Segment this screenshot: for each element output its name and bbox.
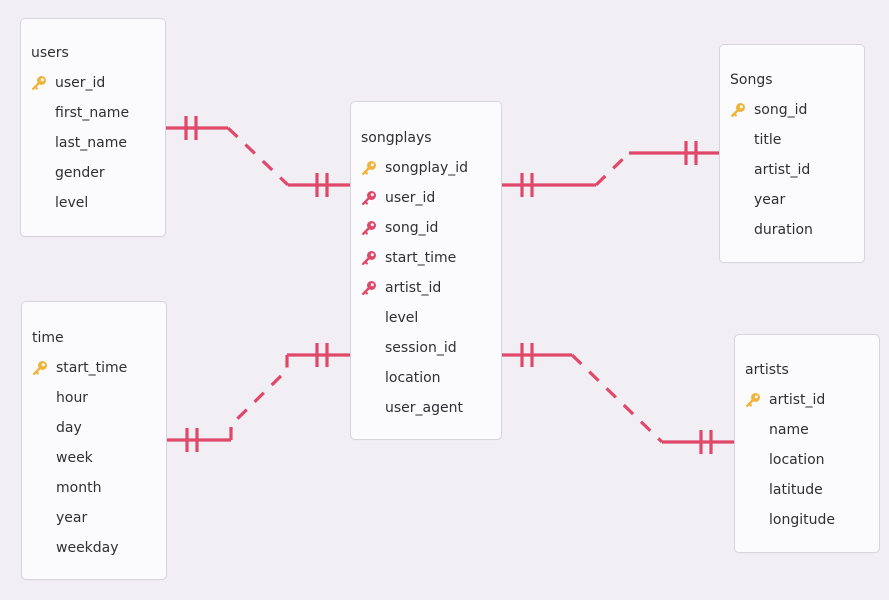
- column-name: songplay_id: [385, 160, 469, 176]
- column-row[interactable]: song_id: [730, 101, 856, 119]
- column-name: year: [56, 510, 88, 526]
- column-name: day: [56, 420, 82, 436]
- column-name: duration: [754, 222, 813, 238]
- primary-key-icon: [746, 393, 760, 408]
- column-name: latitude: [769, 482, 823, 498]
- column-row[interactable]: user_id: [361, 189, 493, 207]
- column-name: longitude: [769, 512, 835, 528]
- column-row[interactable]: songplay_id: [361, 159, 493, 177]
- column-row[interactable]: artist_id: [361, 279, 493, 297]
- column-row[interactable]: artist_id: [745, 391, 871, 409]
- column-row[interactable]: day: [32, 419, 158, 437]
- column-row[interactable]: name: [745, 421, 871, 439]
- table-title: artists: [745, 362, 789, 378]
- column-name: start_time: [385, 250, 457, 266]
- column-row[interactable]: weekday: [32, 539, 158, 557]
- column-name: artist_id: [769, 392, 826, 408]
- connector-dashed-segment: [594, 151, 631, 187]
- foreign-key-icon: [362, 221, 376, 236]
- column-row[interactable]: gender: [31, 164, 157, 182]
- column-name: start_time: [56, 360, 128, 376]
- connector-dashed-segment: [229, 355, 289, 440]
- connector-dashed-segment: [226, 126, 290, 187]
- relationship-songplays-songs: [502, 141, 719, 197]
- relationship-time-songplays: [167, 343, 350, 452]
- table-title: songplays: [361, 130, 432, 146]
- column-row[interactable]: month: [32, 479, 158, 497]
- primary-key-icon: [32, 76, 46, 91]
- column-row[interactable]: artist_id: [730, 161, 856, 179]
- column-name: location: [769, 452, 825, 468]
- column-row[interactable]: level: [31, 194, 157, 212]
- table-title: Songs: [730, 72, 773, 88]
- relationship-users-songplays: [166, 116, 350, 197]
- table-songplays[interactable]: songplays songplay_id user_id song_id start_…: [350, 101, 502, 440]
- primary-key-icon: [731, 103, 745, 118]
- table-title: users: [31, 45, 69, 61]
- column-name: name: [769, 422, 809, 438]
- column-row[interactable]: song_id: [361, 219, 493, 237]
- column-name: last_name: [55, 135, 127, 151]
- column-row[interactable]: duration: [730, 221, 856, 239]
- column-row[interactable]: location: [361, 369, 493, 387]
- column-row[interactable]: location: [745, 451, 871, 469]
- column-row[interactable]: longitude: [745, 511, 871, 529]
- column-name: hour: [56, 390, 89, 406]
- connector-dashed-segment: [570, 353, 664, 444]
- column-name: location: [385, 370, 441, 386]
- column-name: artist_id: [754, 162, 811, 178]
- column-name: level: [385, 310, 419, 326]
- column-row[interactable]: year: [32, 509, 158, 527]
- column-name: gender: [55, 165, 105, 181]
- foreign-key-icon: [362, 191, 376, 206]
- column-row[interactable]: start_time: [361, 249, 493, 267]
- column-name: user_id: [55, 75, 106, 91]
- column-row[interactable]: hour: [32, 389, 158, 407]
- foreign-key-icon: [362, 281, 376, 296]
- foreign-key-icon: [362, 251, 376, 266]
- column-name: weekday: [56, 540, 119, 556]
- column-row[interactable]: level: [361, 309, 493, 327]
- column-name: session_id: [385, 340, 457, 356]
- column-name: week: [56, 450, 93, 466]
- primary-key-icon: [33, 361, 47, 376]
- column-row[interactable]: title: [730, 131, 856, 149]
- column-name: artist_id: [385, 280, 442, 296]
- column-name: user_id: [385, 190, 436, 206]
- column-name: month: [56, 480, 102, 496]
- relationship-songplays-artists: [502, 343, 734, 454]
- column-name: song_id: [754, 102, 808, 118]
- column-row[interactable]: year: [730, 191, 856, 209]
- column-row[interactable]: week: [32, 449, 158, 467]
- primary-key-icon: [362, 161, 376, 176]
- column-name: level: [55, 195, 89, 211]
- column-name: user_agent: [385, 400, 463, 416]
- column-row[interactable]: user_id: [31, 74, 157, 92]
- column-row[interactable]: first_name: [31, 104, 157, 122]
- column-name: title: [754, 132, 782, 148]
- column-row[interactable]: start_time: [32, 359, 158, 377]
- column-row[interactable]: last_name: [31, 134, 157, 152]
- column-name: song_id: [385, 220, 439, 236]
- column-name: year: [754, 192, 786, 208]
- table-title: time: [32, 330, 64, 346]
- column-row[interactable]: session_id: [361, 339, 493, 357]
- column-name: first_name: [55, 105, 130, 121]
- column-row[interactable]: user_agent: [361, 399, 493, 417]
- column-row[interactable]: latitude: [745, 481, 871, 499]
